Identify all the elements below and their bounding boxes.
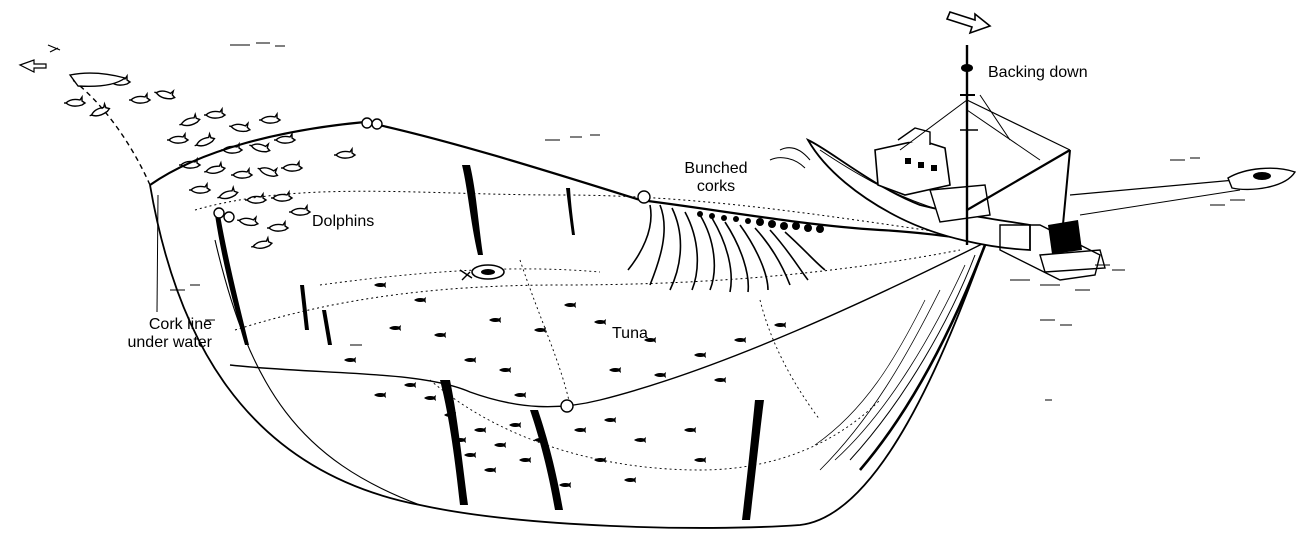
cork-line-label: Cork line under water — [92, 316, 212, 352]
cork-line-pointer — [157, 195, 158, 312]
buoy — [224, 212, 234, 222]
net-outline — [150, 185, 985, 528]
cork-line — [70, 78, 990, 412]
buoy — [638, 191, 650, 203]
speedboat-right — [1070, 168, 1295, 215]
speedboat-left — [20, 45, 125, 86]
bunched-corks-label: Bunched corks — [666, 160, 766, 196]
buoy — [362, 118, 372, 128]
cork-line-label-line-2: under water — [92, 334, 212, 352]
dolphins-label: Dolphins — [312, 213, 374, 231]
cork-line-label-line-1: Cork line — [92, 316, 212, 334]
buoy — [372, 119, 382, 129]
purse-seiner — [808, 12, 1105, 280]
bunched-corks-line-1: Bunched — [666, 160, 766, 178]
buoy — [561, 400, 573, 412]
backing-down-label: Backing down — [988, 64, 1088, 82]
tuna-school — [344, 282, 786, 488]
bunched-corks-line-2: corks — [666, 178, 766, 196]
net — [150, 165, 990, 528]
net-rim — [230, 240, 990, 407]
skiff — [460, 265, 504, 280]
tuna-label: Tuna — [612, 325, 648, 343]
buoy — [214, 208, 224, 218]
backing-down-arrow — [947, 12, 990, 33]
